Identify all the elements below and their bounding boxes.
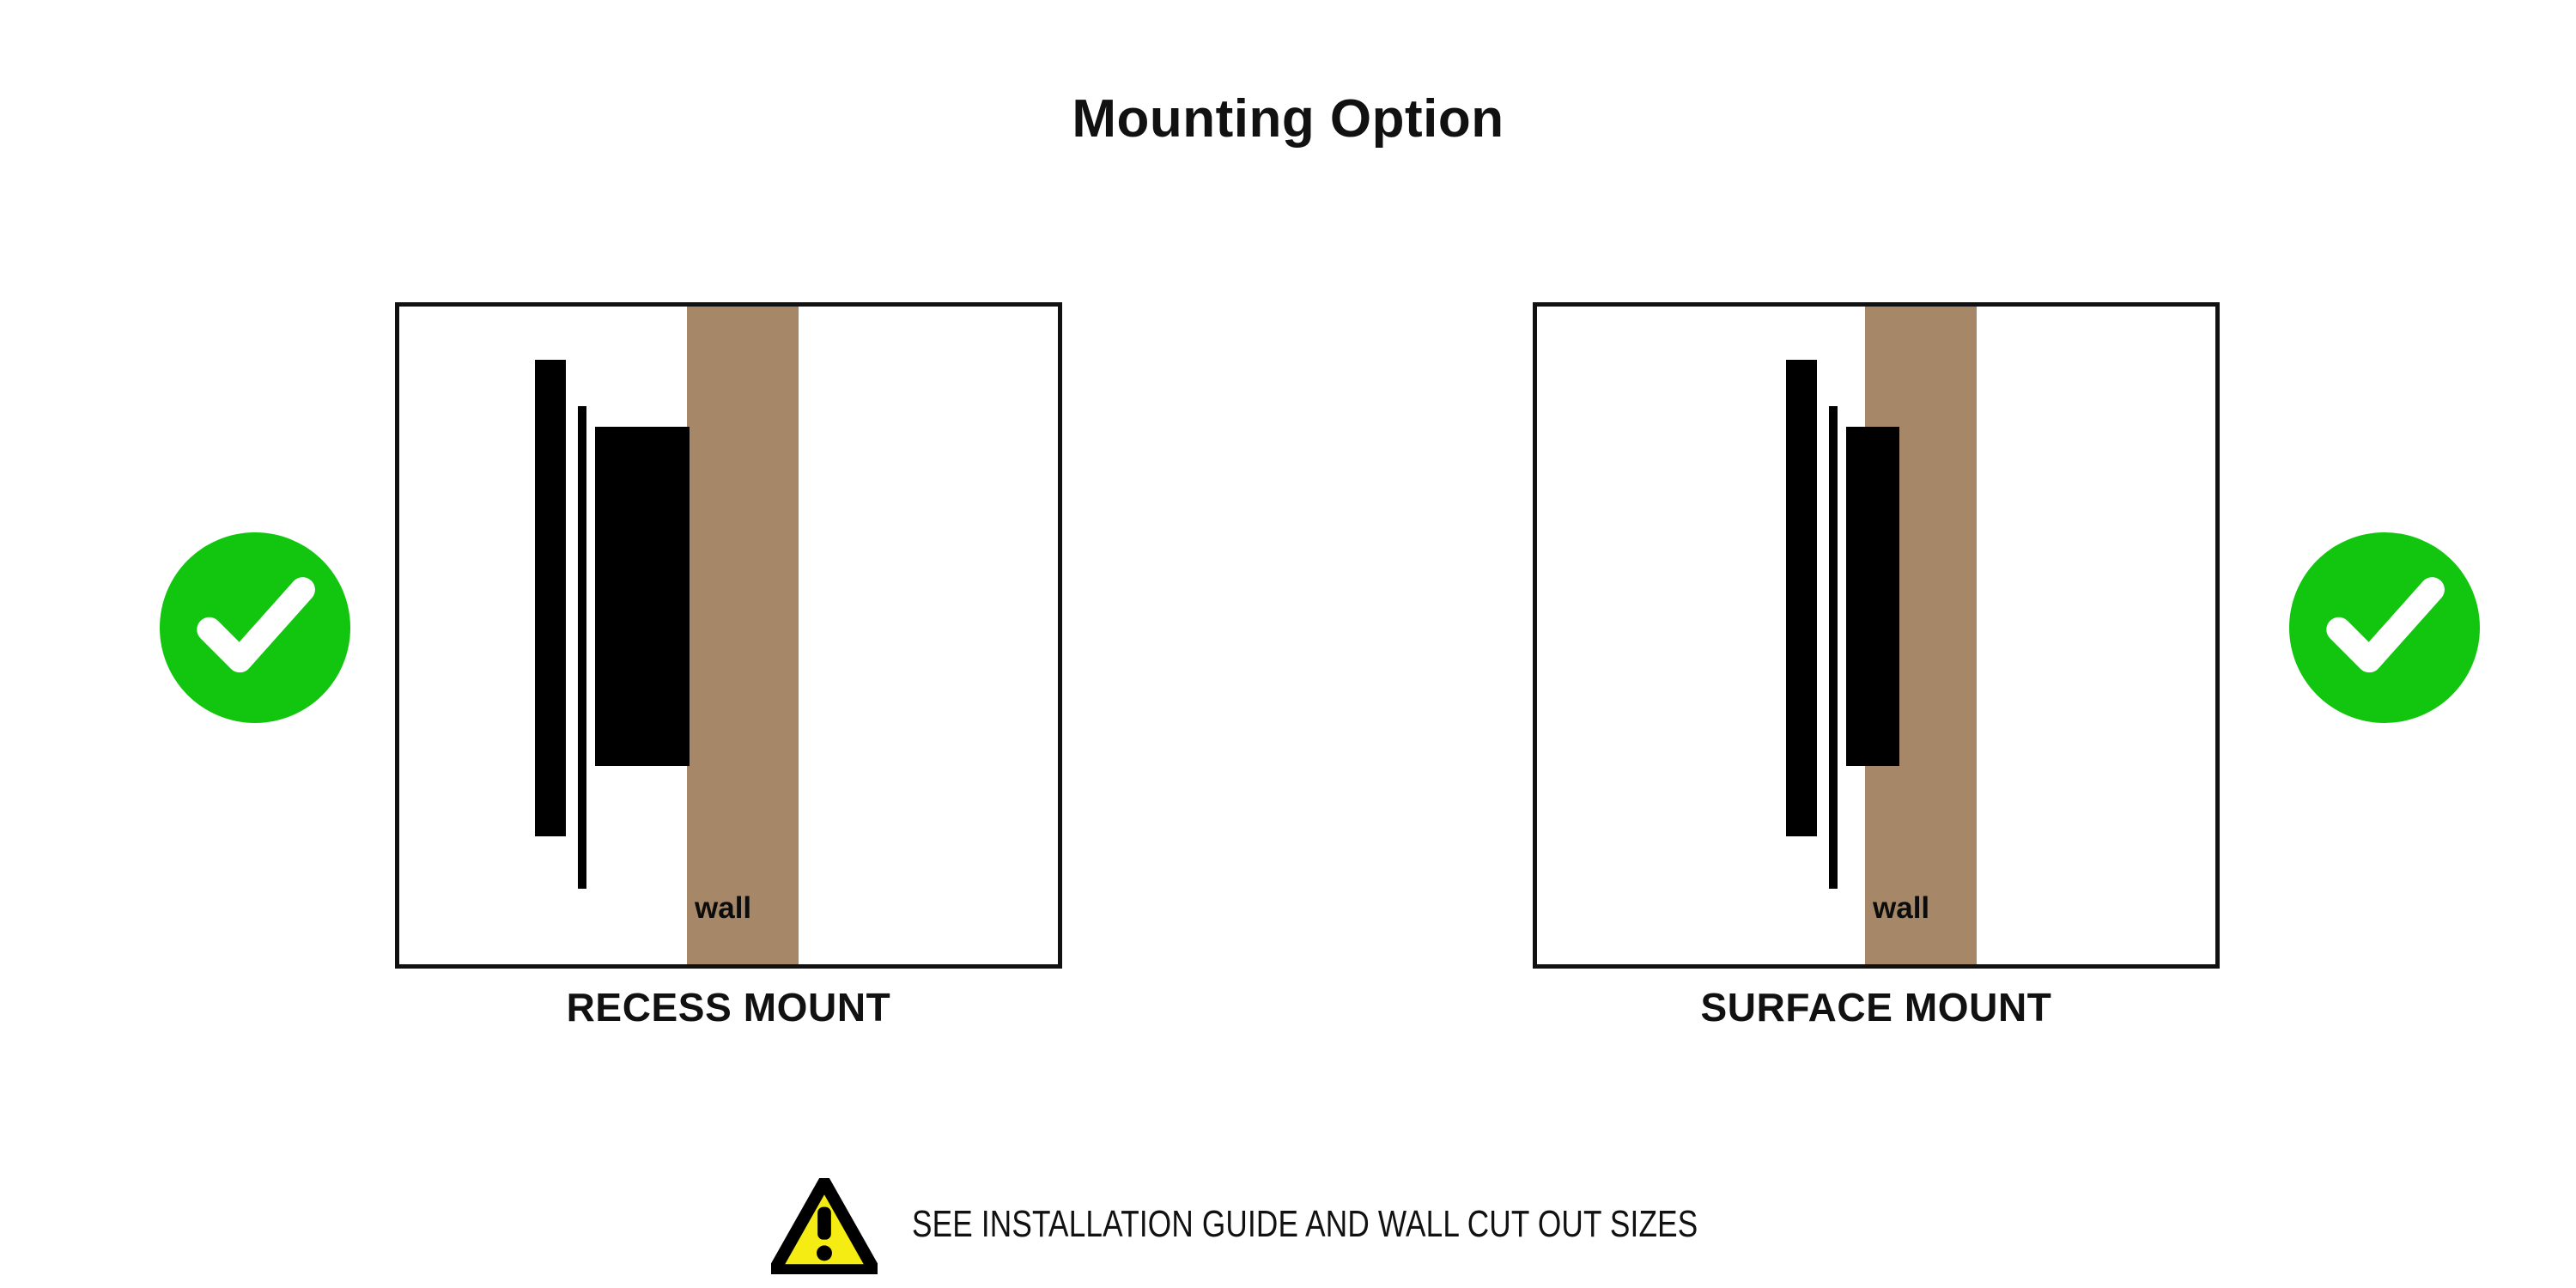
footer-warning: SEE INSTALLATION GUIDE AND WALL CUT OUT … bbox=[0, 1178, 2576, 1274]
status-badge-recess bbox=[160, 532, 350, 723]
device-gap-line-surface bbox=[1829, 406, 1838, 889]
device-bezel-recess bbox=[535, 360, 566, 836]
wall-label-recess: wall bbox=[695, 891, 752, 925]
caption-surface-mount: SURFACE MOUNT bbox=[1700, 985, 2052, 1030]
device-gap-line-recess bbox=[578, 406, 586, 889]
diagram-recess-mount: wall RECESS MOUNT bbox=[395, 302, 1062, 1027]
warning-text: SEE INSTALLATION GUIDE AND WALL CUT OUT … bbox=[912, 1203, 1698, 1245]
device-bezel-surface bbox=[1786, 360, 1817, 836]
wall-section-recess: wall bbox=[687, 307, 799, 964]
device-body-recess bbox=[595, 427, 690, 766]
diagram-surface-mount: wall SURFACE MOUNT bbox=[1533, 302, 2220, 1027]
check-circle-icon bbox=[160, 532, 350, 723]
wall-label-surface: wall bbox=[1873, 891, 1930, 925]
panel-surface-mount: wall bbox=[1533, 302, 2220, 969]
device-body-surface bbox=[1846, 427, 1899, 766]
panel-recess-mount: wall bbox=[395, 302, 1062, 969]
page-title: Mounting Option bbox=[1072, 89, 1504, 149]
caption-recess-mount: RECESS MOUNT bbox=[566, 985, 891, 1030]
check-circle-icon bbox=[2289, 532, 2480, 723]
status-badge-surface bbox=[2289, 532, 2480, 723]
warning-triangle-icon bbox=[771, 1178, 878, 1274]
